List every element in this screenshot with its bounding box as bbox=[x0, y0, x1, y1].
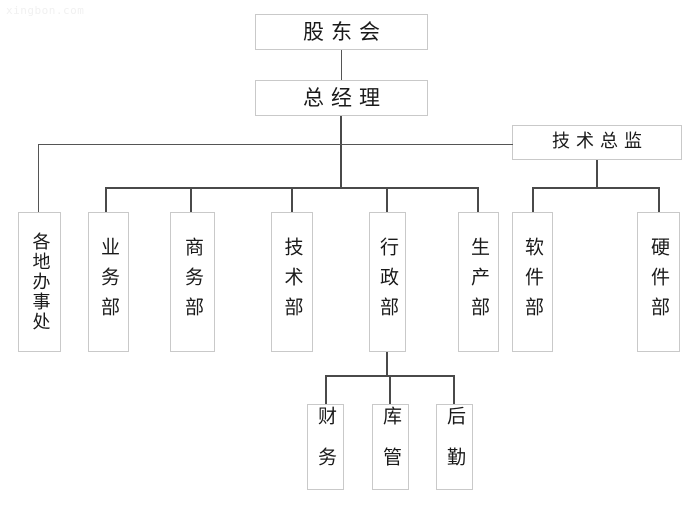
watermark-text: xingbon.com bbox=[6, 4, 85, 17]
node-production-dept-label: 生产部 bbox=[468, 237, 490, 327]
node-warehouse[interactable]: 库管 bbox=[372, 404, 409, 490]
node-commerce-dept[interactable]: 商务部 bbox=[170, 212, 215, 352]
node-software-dept-label: 软件部 bbox=[522, 237, 544, 327]
connector-drop-finance bbox=[325, 375, 327, 404]
node-tech-director[interactable]: 技术总监 bbox=[512, 125, 682, 160]
node-logistics[interactable]: 后勤 bbox=[436, 404, 473, 490]
node-regional-offices-label: 各地办事处 bbox=[29, 232, 51, 332]
node-admin-dept[interactable]: 行政部 bbox=[369, 212, 406, 352]
node-finance[interactable]: 财务 bbox=[307, 404, 344, 490]
connector-admin-dept-trunk bbox=[386, 352, 388, 376]
node-warehouse-label: 库管 bbox=[380, 406, 402, 488]
connector-drop-production-dept bbox=[477, 187, 479, 212]
connector-drop-technical-dept bbox=[291, 187, 293, 212]
connector-gm-trunk bbox=[340, 116, 342, 188]
node-technical-dept[interactable]: 技术部 bbox=[271, 212, 313, 352]
node-hardware-dept[interactable]: 硬件部 bbox=[637, 212, 680, 352]
node-business-dept[interactable]: 业务部 bbox=[88, 212, 129, 352]
node-general-manager-label: 总经理 bbox=[303, 85, 387, 110]
connector-drop-regional-offices bbox=[38, 144, 39, 212]
connector-drop-business-dept bbox=[105, 187, 107, 212]
node-general-manager[interactable]: 总经理 bbox=[255, 80, 428, 116]
node-production-dept[interactable]: 生产部 bbox=[458, 212, 499, 352]
connector-tech-director-bus bbox=[532, 187, 660, 189]
connector-drop-warehouse bbox=[389, 375, 391, 404]
node-technical-dept-label: 技术部 bbox=[281, 237, 304, 327]
node-regional-offices[interactable]: 各地办事处 bbox=[18, 212, 61, 352]
connector-drop-logistics bbox=[453, 375, 455, 404]
node-admin-dept-label: 行政部 bbox=[377, 237, 399, 327]
node-shareholders[interactable]: 股东会 bbox=[255, 14, 428, 50]
node-business-dept-label: 业务部 bbox=[98, 237, 120, 327]
node-software-dept[interactable]: 软件部 bbox=[512, 212, 553, 352]
connector-gm-wide-bus bbox=[38, 144, 513, 145]
connector-drop-commerce-dept bbox=[190, 187, 192, 212]
node-finance-label: 财务 bbox=[315, 406, 337, 488]
connector-shareholders-to-gm bbox=[341, 50, 342, 80]
node-hardware-dept-label: 硬件部 bbox=[648, 237, 670, 327]
node-logistics-label: 后勤 bbox=[444, 406, 466, 488]
node-commerce-dept-label: 商务部 bbox=[182, 237, 204, 327]
node-shareholders-label: 股东会 bbox=[303, 19, 387, 44]
node-tech-director-label: 技术总监 bbox=[552, 131, 648, 153]
connector-drop-software-dept bbox=[532, 187, 534, 212]
connector-tech-director-trunk bbox=[596, 160, 598, 188]
connector-drop-hardware-dept bbox=[658, 187, 660, 212]
connector-drop-admin-dept bbox=[386, 187, 388, 212]
